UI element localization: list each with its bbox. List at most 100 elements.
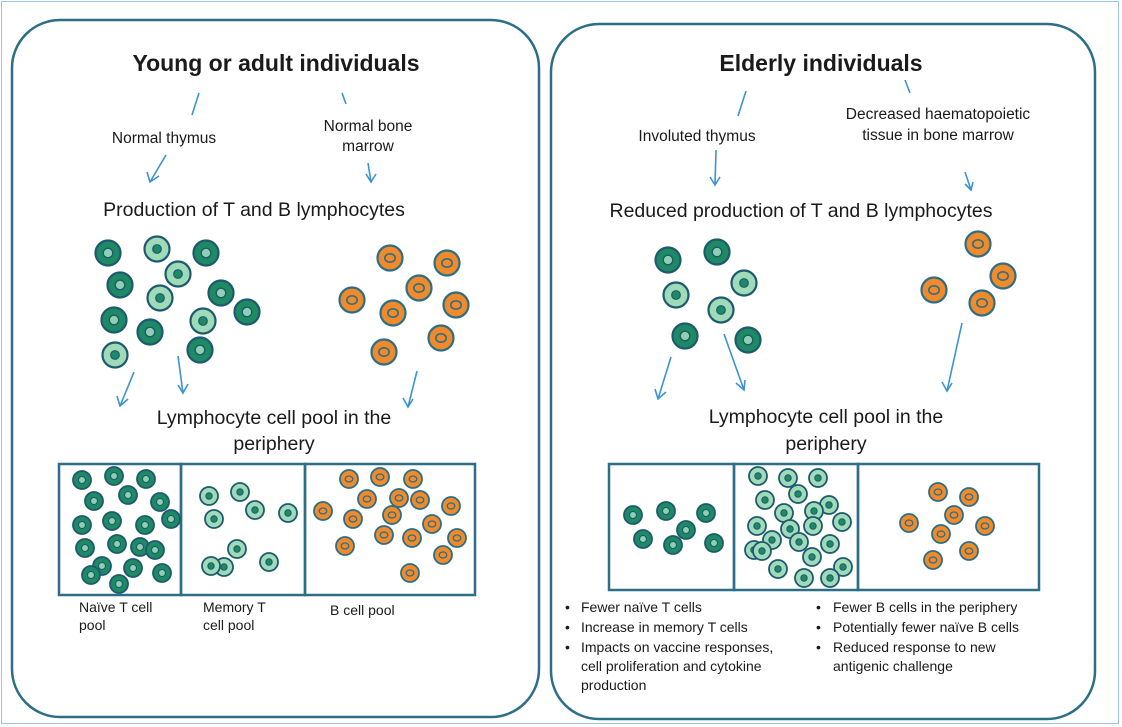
right-t-cell-cluster: [654, 238, 762, 354]
right-marrow-arrowhead: [964, 181, 974, 192]
b-cell: [920, 276, 948, 304]
left-production-label: Production of T and B lymphocytes: [103, 199, 405, 221]
pool-memory-t-cell: [748, 466, 768, 486]
naive-t-pool-label-line2: pool: [79, 617, 105, 633]
pool-memory-t-cell: [820, 568, 840, 588]
left-t-arrow-1: [119, 371, 135, 407]
right-b-pool: [899, 482, 995, 570]
right-naive-t-pool-box: [607, 462, 736, 592]
right-source-thymus: Involuted thymus: [638, 128, 755, 145]
b-cell: [442, 291, 470, 319]
pool-naive-t-cell: [102, 511, 122, 531]
naive-t-cell: [734, 326, 762, 354]
right-naive-t-pool: [623, 501, 724, 555]
bullet-text: antigenic challenge: [833, 658, 953, 674]
pool-naive-t-cell: [663, 535, 683, 555]
pool-naive-t-cell: [123, 558, 143, 578]
left-pool-label-line1: Lymphocyte cell pool in the: [157, 407, 392, 429]
b-cell: [338, 286, 366, 314]
pool-b-cell: [335, 536, 355, 556]
left-t-arrow-2: [177, 355, 184, 394]
right-bullets-right: • Fewer B cells in the periphery • Poten…: [816, 599, 1019, 674]
naive-t-cell: [94, 239, 122, 267]
right-panel: [549, 22, 1097, 721]
b-cell: [405, 274, 433, 302]
pool-memory-t-cell: [752, 541, 772, 561]
b-cell: [433, 249, 461, 277]
naive-t-cell: [106, 271, 134, 299]
pool-memory-t-cell: [794, 568, 814, 588]
left-t-arrowhead-1: [116, 395, 129, 408]
left-thymus-arrowhead: [146, 171, 160, 184]
memory-t-cell: [146, 284, 174, 312]
right-title-arrow-1: [737, 90, 747, 117]
bullet-text: Increase in memory T cells: [581, 619, 748, 635]
pool-naive-t-cell: [118, 485, 138, 505]
pool-memory-t-cell: [778, 468, 798, 488]
pool-b-cell: [899, 513, 919, 533]
right-production-label: Reduced production of T and B lymphocyte…: [609, 200, 992, 222]
pool-naive-t-cell: [109, 574, 129, 594]
naive-t-pool-label-line1: Naïve T cell: [79, 599, 152, 615]
b-cell: [968, 289, 996, 317]
pool-naive-t-cell: [104, 466, 124, 486]
pool-b-cell: [403, 469, 423, 489]
left-b-arrowhead: [402, 397, 414, 409]
memory-t-cell: [662, 281, 690, 309]
naive-t-cell: [233, 298, 261, 326]
left-memory-t-pool: [199, 482, 298, 577]
right-t-arrow-1: [657, 356, 672, 400]
left-title-arrow-2: [341, 92, 347, 105]
pool-naive-t-cell: [145, 540, 165, 560]
left-source-marrow-line1: Normal bone: [324, 118, 413, 135]
right-t-arrow-2: [723, 333, 745, 391]
memory-t-cell: [730, 269, 758, 297]
b-cell-pool-label: B cell pool: [330, 602, 395, 618]
left-panel-title: Young or adult individuals: [132, 50, 419, 76]
left-panel: [10, 18, 541, 719]
pool-naive-t-cell: [656, 501, 676, 521]
bullet-dot: •: [816, 639, 821, 655]
bullet-dot: •: [565, 619, 570, 635]
left-b-pool: [313, 467, 467, 583]
pool-naive-t-cell: [623, 505, 643, 525]
pool-b-cell: [931, 524, 951, 544]
bullet-text: cell proliferation and cytokine: [581, 658, 762, 674]
bullet-text: Impacts on vaccine responses,: [581, 639, 773, 655]
b-cell: [964, 230, 992, 258]
pool-b-cell: [422, 514, 442, 534]
memory-t-cell: [164, 260, 192, 288]
left-marrow-arrow: [367, 162, 372, 183]
naive-t-cell: [207, 279, 235, 307]
pool-memory-t-cell: [832, 512, 852, 532]
right-pool-label-line2: periphery: [785, 433, 867, 455]
pool-naive-t-cell: [81, 565, 101, 585]
pool-naive-t-cell: [704, 533, 724, 553]
pool-b-cell: [928, 482, 948, 502]
left-b-pool-box: [303, 462, 477, 597]
pool-b-cell: [923, 550, 943, 570]
naive-t-cell: [100, 306, 128, 334]
left-pool-label-line2: periphery: [233, 433, 315, 455]
pool-b-cell: [374, 525, 394, 545]
pool-memory-t-cell: [259, 552, 279, 572]
right-thymus-arrowhead: [709, 176, 721, 187]
pool-b-cell: [959, 541, 979, 561]
pool-memory-t-cell: [747, 516, 767, 536]
pool-b-cell: [343, 509, 363, 529]
naive-t-cell: [703, 238, 731, 266]
pool-naive-t-cell: [135, 515, 155, 535]
pool-memory-t-cell: [803, 516, 823, 536]
pool-b-cell: [944, 505, 964, 525]
pool-memory-t-cell: [199, 486, 219, 506]
right-bullets-left: • Fewer naïve T cells • Increase in memo…: [565, 599, 773, 693]
pool-memory-t-cell: [227, 539, 247, 559]
b-cell: [376, 244, 404, 272]
memory-t-pool-label-line1: Memory T: [203, 599, 266, 615]
pool-naive-t-cell: [152, 563, 172, 583]
right-pool-label-line1: Lymphocyte cell pool in the: [709, 406, 944, 428]
pool-naive-t-cell: [150, 492, 170, 512]
b-cell: [379, 299, 407, 327]
pool-naive-t-cell: [696, 503, 716, 523]
right-t-arrowhead-1: [654, 388, 667, 401]
